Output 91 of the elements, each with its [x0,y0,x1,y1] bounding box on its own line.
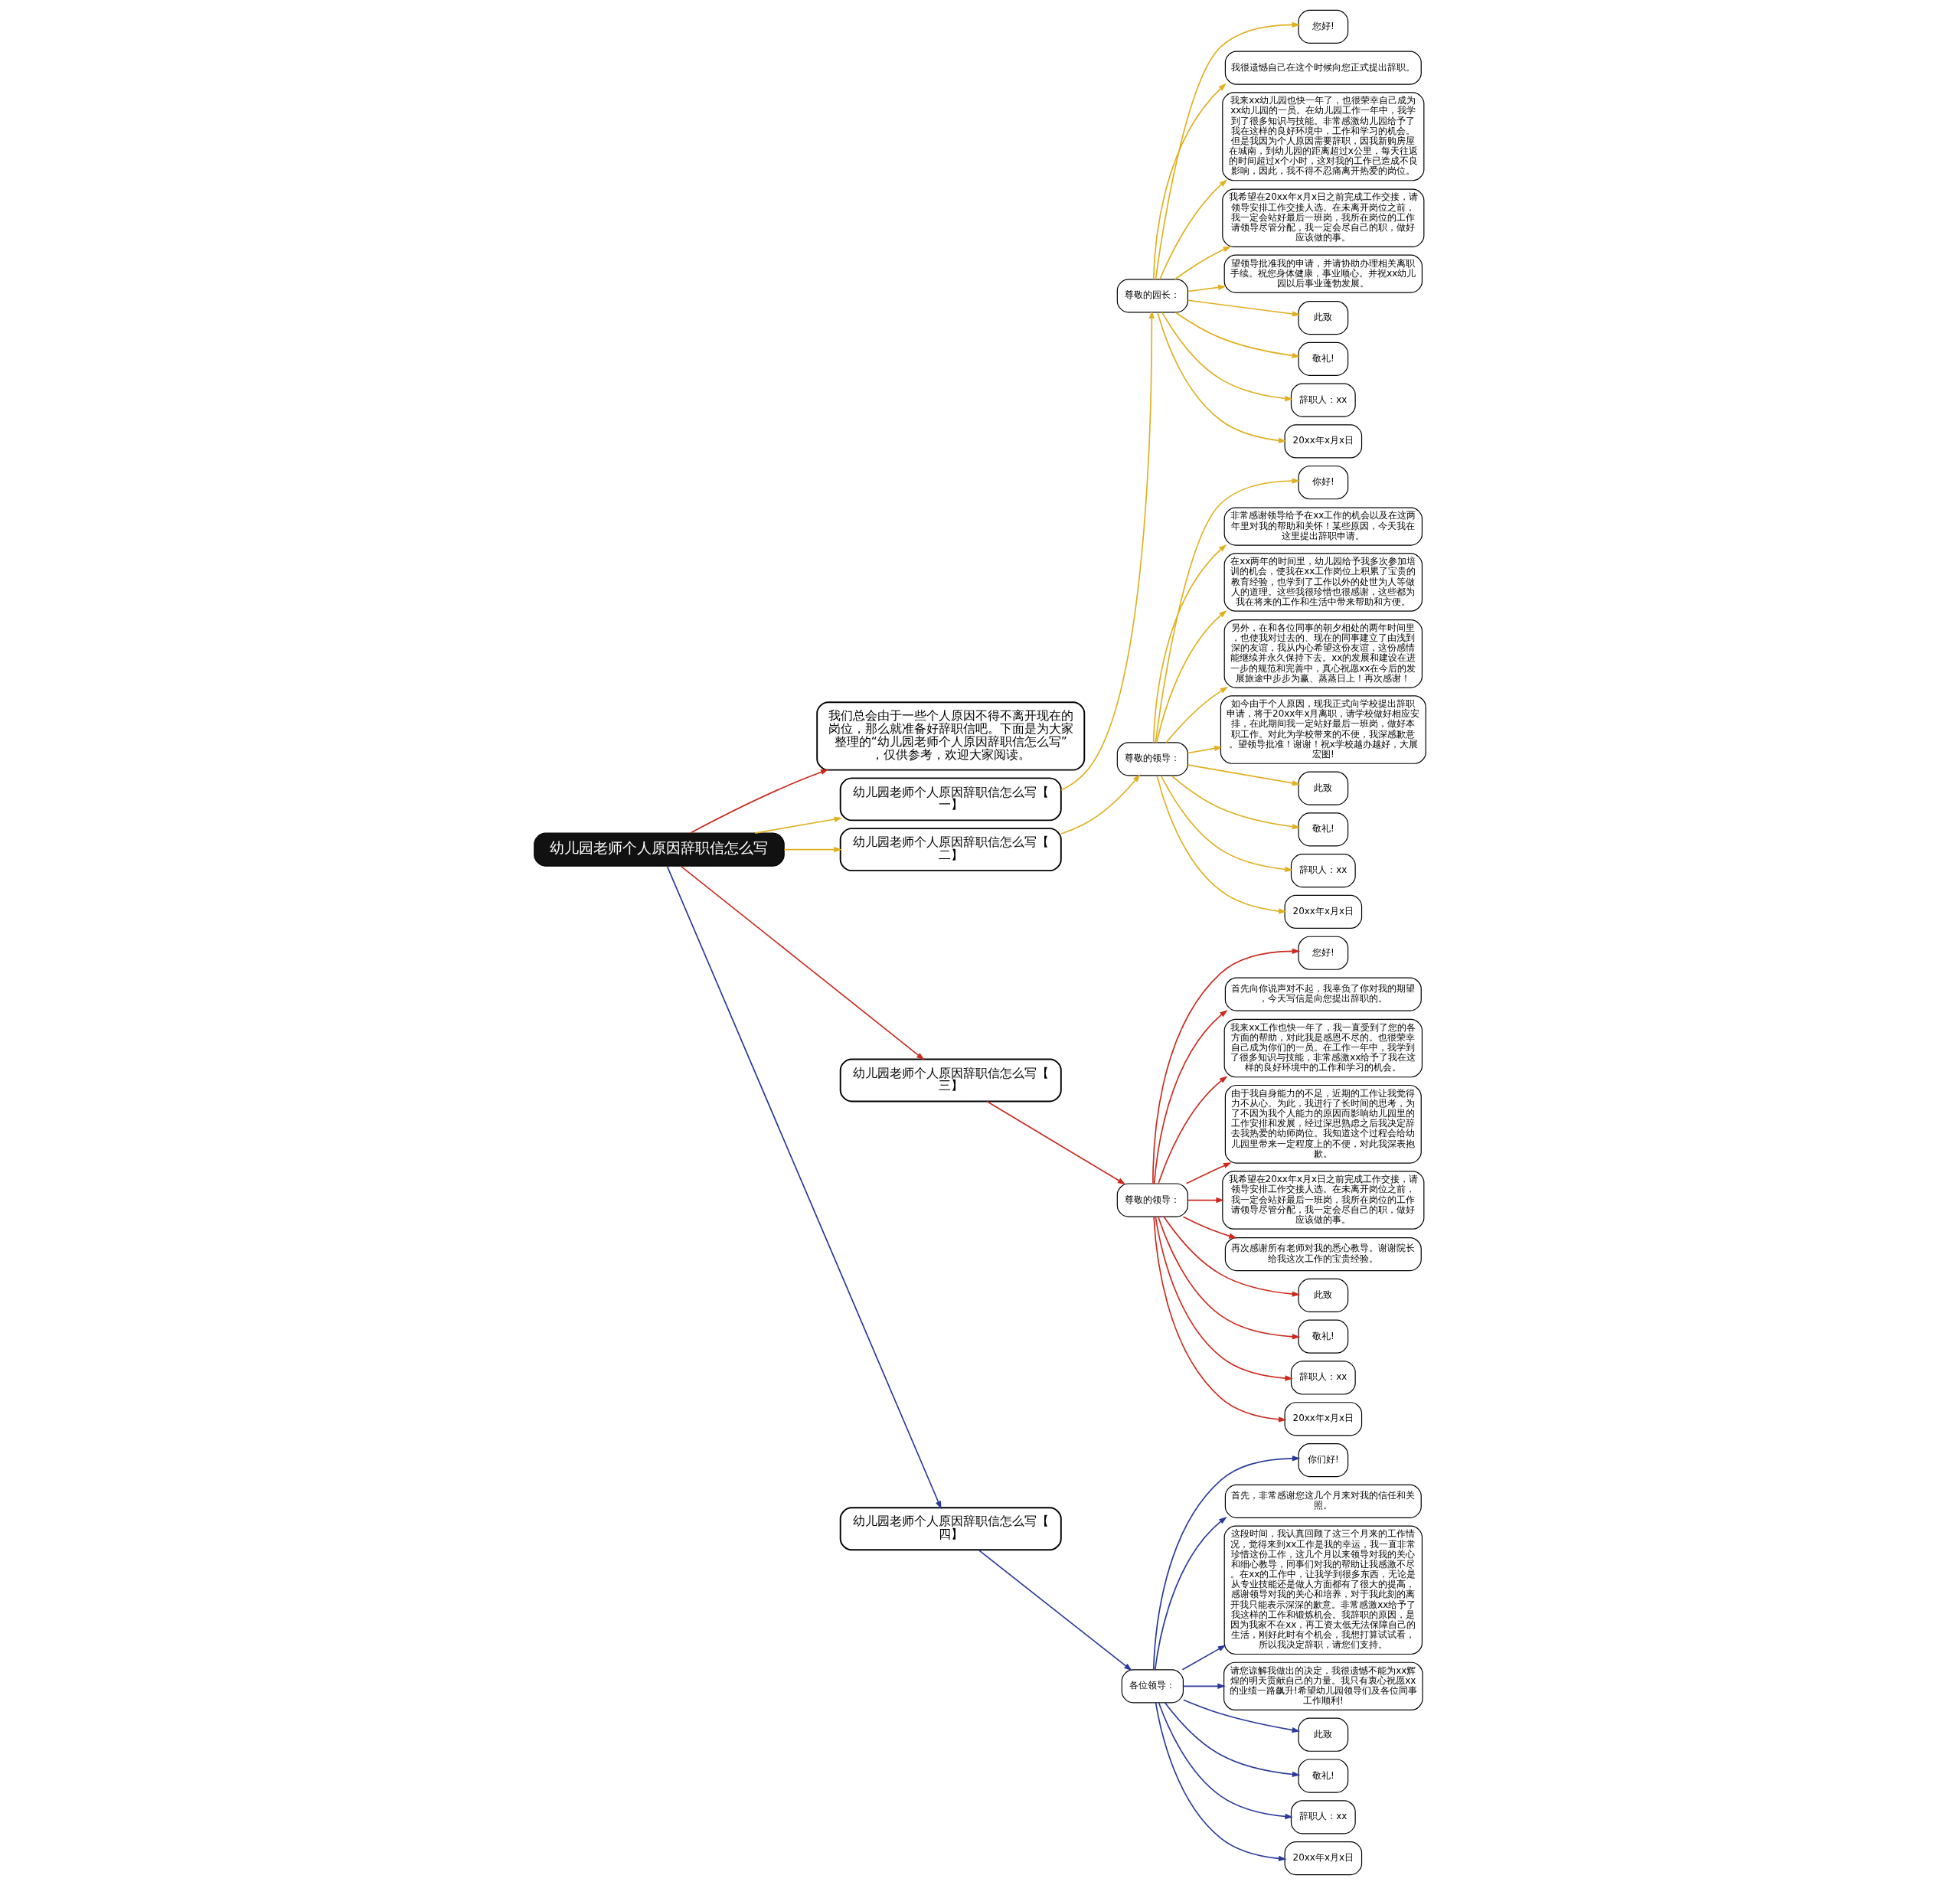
arrow [1060,310,1155,791]
arrow [1158,1216,1301,1340]
arrow [783,846,842,853]
arrow [1187,299,1301,317]
node-box: 20xx年x月x日 [1284,1841,1363,1876]
arrow [1185,1162,1232,1184]
node-box: 首先向你说声对不起，我辜负了你对我的期望，今天写信是向您提出辞职的。 [1224,977,1422,1011]
node-box: 我们总会由于一些个人原因不得不离开现在的岗位，那么就准备好辞职信吧。下面是为大家整理的“幼儿园老师个人原因辞职信怎么写”，仅供参考，欢迎大家阅读。 [816,701,1086,771]
node-box: 辞职人：xx [1290,1800,1356,1834]
arrow [689,769,829,834]
node-box: 此致 [1298,300,1349,335]
node-box: 我希望在20xx年x月x日之前完成工作交接，请领导安排工作交接人选。在未离开岗位之前，我一定会站好最后一班岗，我所在岗位的工作请领导尽管分配，我一定会尽自己的职，做好应该做的事。 [1222,1171,1425,1230]
node-box: 尊敬的领导： [1116,742,1188,776]
arrow [986,1100,1126,1185]
arrow [1152,1455,1301,1671]
arrow [1156,775,1287,914]
arrow [1152,83,1227,280]
node-box: 您好! [1298,9,1349,44]
node-box: 20xx年x月x日 [1284,1402,1363,1436]
node-box: 首先，非常感谢您这几个月来对我的信任和关照。 [1224,1484,1422,1518]
node-box: 由于我自身能力的不足，近期的工作让我觉得力不从心。为此，我进行了长时间的思考，为了不因为我个人能力的原因而影响幼儿园里的工作安排和发展，经过深思熟虑之后我决定辞去我热爱的幼师岗位。我知道这个过程会给幼儿园里带来一定程度上的不便，对此我深表抱歉。 [1224,1084,1422,1164]
node-box: 我来xx幼儿园也快一年了，也很荣幸自己成为xx幼儿园的一员。在幼儿园工作一年中，我学到了很多知识与技能。非常感激幼儿园给予了我在这样的良好环境中，工作和学习的机会。但是我因为个人原因需要辞职，因我新购房屋在城南，到幼儿园的距离超过x公里，每天往返的时间超过x个小时，这对我的工作已造成不良影响，因此，我不得不忍痛离开热爱的岗位。 [1222,92,1425,181]
node-box: 望领导批准我的申请，并请协助办理相关离职手续。祝您身体健康，事业顺心。并祝xx幼儿园以后事业蓬勃发展。 [1223,254,1423,293]
arrow [1187,1197,1224,1204]
arrow [1182,1699,1301,1733]
arrow [1182,1683,1226,1690]
node-box: 各位领导： [1121,1669,1184,1704]
node-box: 再次感谢所有老师对我的悉心教导。谢谢院长给我这次工作的宝贵经验。 [1224,1237,1422,1272]
node-box: 辞职人：xx [1290,854,1356,888]
arrow [1171,775,1301,830]
arrow [1157,312,1287,443]
node-box: 辞职人：xx [1290,1361,1356,1395]
arrow [1155,1702,1287,1862]
node-box: 这段时间，我认真回顾了这三个月来的工作情况，觉得来到xx工作是我的幸运，我一直非常珍惜这份工作，这几个月以来领导对我的关心和细心教导，同事们对我的帮助让我感激不尽。在xx的工作中，让我学到很多东西，无论是从专业技能还是做人方面都有了很大的提高，感谢领导对我的关心和培养，对于我此刻的离开我只能表示深深的歉意。非常感激xx给予了我这样的工作和锻炼机会。我辞职的原因，是因为我家不在xx，再工资太低无法保障自己的生活，刚好此时有个机会，我想打算试试看，所以我决定辞职，请您们支持。 [1223,1525,1423,1655]
arrow [1182,1216,1237,1239]
node-box: 我希望在20xx年x月x日之前完成工作交接，请领导安排工作交接人选。在未离开岗位之前，我一定会站好最后一班岗，我所在岗位的工作请领导尽管分配，我一定会尽自己的职，做好应该做的事。 [1222,188,1425,247]
node-box: 20xx年x月x日 [1284,894,1363,929]
arrow [754,816,843,834]
node-box: 20xx年x月x日 [1284,424,1363,459]
arrow [1153,1216,1287,1423]
arrow [666,865,942,1510]
arrow [1155,21,1301,280]
node-box: 我很遗憾自己在这个时候向您正式提出辞职。 [1224,51,1422,85]
node-box: 此致 [1298,1278,1349,1312]
node-box: 敬礼! [1298,1319,1349,1354]
node-box: 幼儿园老师个人原因辞职信怎么写【二】 [839,828,1062,872]
arrow [1163,1216,1301,1297]
node-box: 幼儿园老师个人原因辞职信怎么写 [534,832,785,867]
arrow [1187,764,1301,786]
arrow [1160,775,1293,873]
node-box: 您好! [1298,936,1349,970]
node-box: 敬礼! [1298,1759,1349,1793]
arrow [1158,1076,1228,1184]
node-box: 非常感谢领导给予在xx工作的机会以及在这两年里对我的帮助和关怀！某些原因，今天我在这里提出辞职申请。 [1223,507,1423,546]
arrow [1187,284,1227,292]
node-box: 幼儿园老师个人原因辞职信怎么写【四】 [839,1507,1062,1551]
node-box: 另外，在和各位同事的朝夕相处的两年时间里，也使我对过去的、现在的同事建立了由浅到深的友谊，我从内心希望这份友谊，这份感情能继续并永久保持下去。xx的发展和建设在进一步的规范和完善中，真心祝愿xx在今后的发展旅途中步步为赢、蒸蒸日上！再次感谢！ [1223,619,1423,688]
node-box: 敬礼! [1298,812,1349,847]
arrow [1060,774,1141,835]
arrow [1165,686,1229,743]
arrow [1174,312,1301,359]
node-box: 此致 [1298,1717,1349,1752]
arrow [1155,478,1301,743]
node-box: 幼儿园老师个人原因辞职信怎么写【一】 [839,777,1062,822]
node-box: 幼儿园老师个人原因辞职信怎么写【三】 [839,1058,1062,1103]
arrow [1187,745,1223,754]
arrow [1181,1645,1227,1671]
node-box: 此致 [1298,771,1349,805]
node-box: 尊敬的领导： [1116,1183,1188,1217]
node-box: 在xx两年的时间里，幼儿园给予我多次参加培训的机会，使我在xx工作岗位上积累了宝贵的教育经验，也学到了工作以外的处世为人等做人的道理。这些我很珍惜也很感谢，这些都为我在将来的工作和生活中带来帮助和方便。 [1223,553,1423,612]
arrow [1159,179,1228,280]
arrow [1174,246,1232,280]
arrow [1153,1009,1228,1184]
node-box: 请您谅解我做出的决定，我很遗憾不能为xx辉煌的明天贡献自己的力量。我只有衷心祝愿xx的业绩一路飙升!希望幼儿园领导们及各位同事工作顺利! [1223,1661,1423,1711]
arrow [1158,1702,1293,1820]
arrow [1152,544,1227,743]
arrow [978,1549,1132,1671]
arrow [1152,948,1301,1184]
node-box: 尊敬的园长： [1116,279,1188,313]
node-box: 辞职人：xx [1290,383,1356,417]
node-box: 敬礼! [1298,341,1349,376]
node-box: 如今由于个人原因，现我正式向学校提出辞职申请，将于20xx年x月离职，请学校做好相应安排，在此期间我一定站好最后一班岗，做好本职工作。对此为学校带来的不便，我深感歉意。望领导批准！谢谢！祝x学校越办越好，大展宏图! [1220,695,1426,764]
arrow [1155,1216,1293,1381]
arrow [1154,1517,1227,1671]
arrow [1155,609,1227,743]
arrow [1161,312,1293,402]
arrow [1164,1702,1301,1778]
arrow [680,865,925,1060]
node-box: 你好! [1298,466,1349,500]
node-box: 你们好! [1298,1442,1349,1478]
node-box: 我来xx工作也快一年了，我一直受到了您的各方面的帮助，对此我是感恩不尽的。也很荣幸自己成为你们的一员。在工作一年中，我学到了很多知识与技能，非常感激xx给予了我在这样的良好环境中的工作和学习的机会。 [1223,1018,1423,1078]
